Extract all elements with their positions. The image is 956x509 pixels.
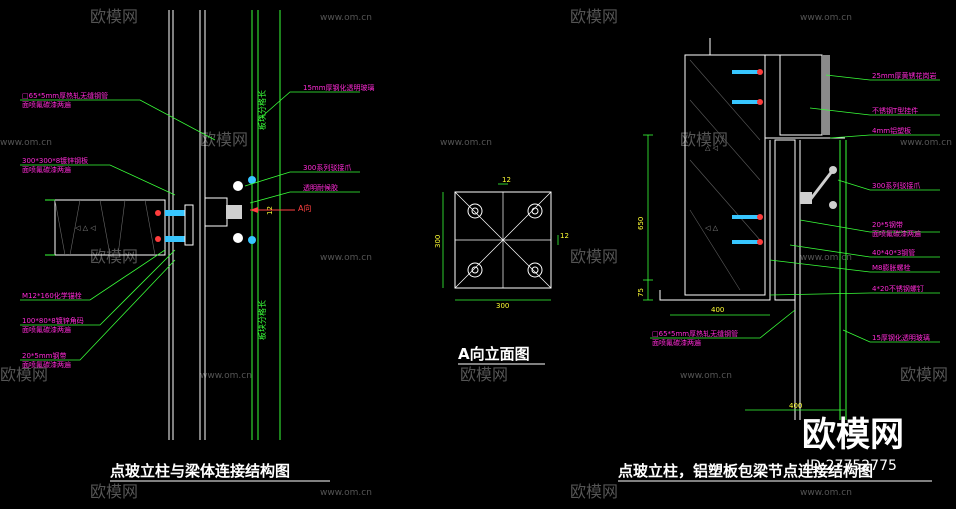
watermark-layer: 欧模网 www.om.cn 欧模网 www.om.cn www.om.cn 欧模…	[0, 7, 952, 501]
dim-400-lower: 400	[789, 402, 802, 410]
svg-text:△ ◁: △ ◁	[705, 144, 719, 152]
watermark-brand: 欧模网	[90, 247, 138, 266]
bolt-holes	[467, 203, 543, 278]
watermark-row-1: 欧模网 www.om.cn 欧模网 www.om.cn	[90, 7, 852, 26]
label-plate-coating: 面喷氟碳漆两遍	[22, 165, 71, 174]
dim-75: 75	[637, 288, 645, 297]
watermark-url: www.om.cn	[800, 253, 852, 263]
right-dimensions	[643, 134, 845, 411]
label-steel-strap: 20*5钢带	[872, 220, 903, 229]
svg-text:◁ △: ◁ △	[705, 224, 719, 232]
label-t-hanger: 不锈钢T型挂件	[872, 106, 918, 115]
label-granite: 25mm厚黄锈花岗岩	[872, 71, 937, 80]
concrete-wall	[684, 54, 766, 296]
logo-id: ID:27752775	[806, 458, 897, 474]
label-anchor: M12*160化学锚栓	[22, 291, 82, 300]
label-panel-grid-lower: 板块分格长	[257, 300, 267, 340]
watermark-url: www.om.cn	[320, 253, 372, 263]
label-tube-coating: 面喷氟碳漆两遍	[22, 100, 71, 109]
label-plate: 300*300*8镀锌钢板	[22, 156, 88, 165]
dim-left-300: 300	[434, 235, 442, 248]
watermark-url: www.om.cn	[320, 488, 372, 498]
glass-panel	[251, 10, 281, 440]
label-steel-tube: 40*40*3钢管	[872, 248, 915, 257]
label-panel-grid-upper: 板块分格长	[257, 90, 267, 130]
watermark-brand: 欧模网	[90, 7, 138, 26]
label-tube-right: □65*5mm厚热轧无缝钢管	[652, 329, 738, 338]
right-detail-title: 点玻立柱，铝塑板包梁节点连接结构图	[618, 462, 873, 480]
center-detail: 12 12 300 300 A向立面图	[434, 176, 569, 365]
label-spider-right: 300系列驳接爪	[872, 181, 920, 190]
label-strap: 20*5mm钢带	[22, 351, 67, 360]
dim-400-upper: 400	[711, 306, 724, 314]
dim-right: 12	[560, 232, 569, 240]
label-expansion-bolt: M8膨胀螺栓	[872, 263, 911, 272]
left-detail: ◁ △ ◁	[20, 10, 375, 482]
dim-12: 12	[266, 206, 274, 215]
watermark-brand: 欧模网	[570, 247, 618, 266]
watermark-url: www.om.cn	[800, 13, 852, 23]
label-spider: 300系列驳接爪	[303, 163, 351, 172]
label-tube-coating-right: 面喷氟碳漆两遍	[652, 338, 701, 347]
label-glass: 15mm厚钢化透明玻璃	[303, 83, 375, 92]
watermark-url: www.om.cn	[0, 138, 52, 148]
watermark-url: www.om.cn	[320, 13, 372, 23]
watermark-url: www.om.cn	[440, 138, 492, 148]
watermark-brand: 欧模网	[200, 130, 248, 149]
watermark-url: www.om.cn	[900, 138, 952, 148]
label-aluminum-plate: 4mm铝塑板	[872, 126, 911, 135]
label-tube: □65*5mm厚热轧无缝钢管	[22, 91, 108, 100]
watermark-row-5: 欧模网 www.om.cn 欧模网 www.om.cn	[90, 482, 852, 501]
logo-watermark: 欧模网 ID:27752775	[802, 415, 904, 474]
label-sealant: 透明耐候胶	[303, 183, 338, 192]
watermark-brand: 欧模网	[570, 482, 618, 501]
right-bolts	[732, 69, 763, 245]
dim-650: 650	[637, 217, 645, 230]
dim-top: 12	[502, 176, 511, 184]
svg-text:◁ △ ◁: ◁ △ ◁	[75, 224, 96, 232]
watermark-brand: 欧模网	[0, 365, 48, 384]
watermark-row-4: 欧模网 www.om.cn 欧模网 www.om.cn 欧模网	[0, 365, 948, 384]
watermark-brand: 欧模网	[680, 130, 728, 149]
label-strap-coating-right: 面喷氟碳漆两遍	[872, 229, 921, 238]
center-detail-title: A向立面图	[458, 345, 530, 363]
anchor-bolts	[155, 204, 194, 246]
watermark-brand: 欧模网	[90, 482, 138, 501]
label-angle-coating: 面喷氟碳漆两遍	[22, 325, 71, 334]
right-detail: △ ◁ ◁ △	[618, 38, 940, 482]
label-angle: 100*80*8镀锌角码	[22, 316, 84, 325]
dim-bottom-300: 300	[496, 302, 509, 310]
logo-text: 欧模网	[802, 415, 904, 455]
watermark-brand: 欧模网	[570, 7, 618, 26]
watermark-brand: 欧模网	[460, 365, 508, 384]
label-strap-coating: 面喷氟碳漆两遍	[22, 360, 71, 369]
watermark-url: www.om.cn	[200, 371, 252, 381]
watermark-row-3: 欧模网 www.om.cn 欧模网 www.om.cn	[90, 247, 852, 266]
watermark-brand: 欧模网	[900, 365, 948, 384]
label-a-direction: A向	[298, 203, 311, 213]
watermark-url: www.om.cn	[800, 488, 852, 498]
spider-connector	[204, 176, 256, 244]
label-screw: 4*20不锈钢螺钉	[872, 284, 924, 293]
column-lines	[168, 10, 206, 440]
watermark-url: www.om.cn	[680, 371, 732, 381]
leader-lines	[20, 91, 360, 361]
watermark-row-2: www.om.cn 欧模网 www.om.cn 欧模网 www.om.cn	[0, 130, 952, 149]
concrete-beam: ◁ △ ◁	[45, 199, 166, 256]
label-glass-right: 15厚钢化透明玻璃	[872, 333, 930, 342]
left-detail-title: 点玻立柱与梁体连接结构图	[110, 462, 290, 480]
